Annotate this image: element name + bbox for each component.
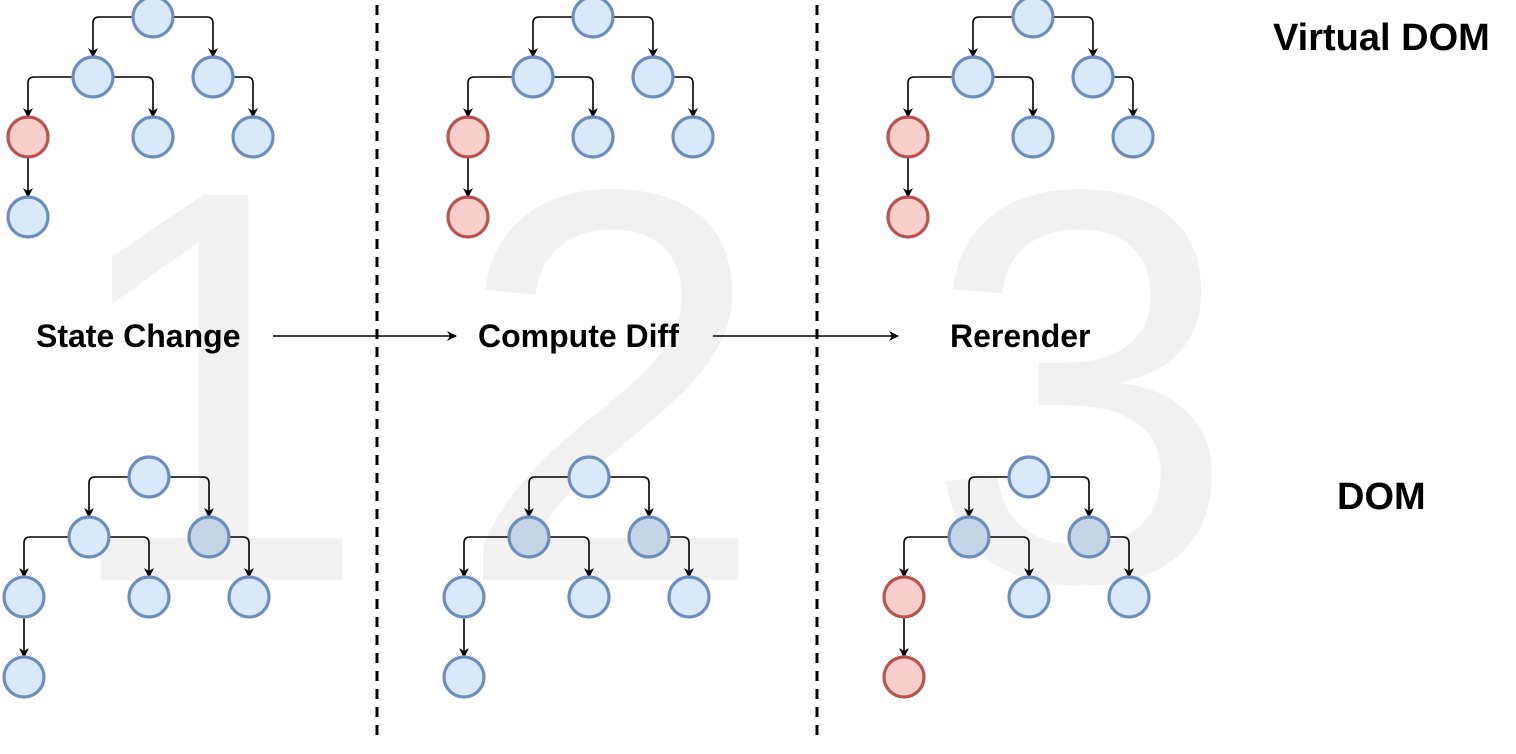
virtual-dom-tree-step-2 — [446, 0, 715, 239]
tree-node — [631, 55, 675, 99]
tree-edge — [669, 536, 694, 578]
tree-node-faded — [1067, 515, 1111, 559]
tree-node — [1007, 575, 1051, 619]
step-1-number: 1 — [58, 73, 369, 699]
tree-node-changed — [6, 115, 50, 159]
tree-edge — [229, 536, 254, 578]
tree-node — [1007, 455, 1051, 499]
tree-node — [131, 0, 175, 39]
tree-node — [71, 55, 115, 99]
step-2-label: Compute Diff — [478, 318, 679, 354]
tree-node-changed — [882, 575, 926, 619]
tree-node — [1011, 0, 1055, 39]
tree-edge — [19, 536, 69, 578]
tree-node-changed — [886, 195, 930, 239]
tree-edge — [459, 536, 509, 578]
tree-node — [571, 0, 615, 39]
tree-edge — [968, 16, 1013, 58]
step-3-number: 3 — [925, 73, 1236, 699]
tree-edge — [233, 76, 258, 118]
tree-node — [442, 655, 486, 699]
tree-edge — [524, 476, 569, 518]
tree-edge — [993, 76, 1038, 118]
tree-node — [1011, 115, 1055, 159]
tree-edge — [173, 16, 218, 58]
tree-edge — [88, 16, 133, 58]
tree-edge — [84, 476, 129, 518]
tree-edge — [1049, 476, 1094, 518]
tree-edge — [613, 16, 658, 58]
tree-edge — [899, 536, 949, 578]
tree-node-faded — [187, 515, 231, 559]
tree-node-faded — [627, 515, 671, 559]
tree-node — [231, 115, 275, 159]
tree-edge — [463, 76, 513, 118]
dom-row-label: DOM — [1337, 476, 1426, 518]
tree-node — [2, 575, 46, 619]
tree-node — [511, 55, 555, 99]
tree-node — [127, 455, 171, 499]
tree-node-changed — [886, 115, 930, 159]
tree-node — [667, 575, 711, 619]
dom-tree-step-3 — [882, 455, 1151, 699]
step-1-label: State Change — [36, 318, 240, 354]
tree-edge — [1053, 16, 1098, 58]
tree-edge — [113, 76, 158, 118]
tree-node-faded — [947, 515, 991, 559]
tree-node — [1107, 575, 1151, 619]
dom-tree-step-2 — [442, 455, 711, 699]
tree-node — [2, 655, 46, 699]
tree-edge — [109, 536, 154, 578]
tree-edge — [549, 536, 594, 578]
tree-edge — [989, 536, 1034, 578]
virtual-dom-tree-step-3 — [886, 0, 1155, 239]
tree-node — [951, 55, 995, 99]
tree-node — [671, 115, 715, 159]
tree-edge — [1113, 76, 1138, 118]
tree-node-changed — [446, 195, 490, 239]
tree-node — [131, 115, 175, 159]
tree-node — [571, 115, 615, 159]
tree-node — [567, 575, 611, 619]
step-3-label: Rerender — [950, 318, 1091, 354]
step-2-number: 2 — [455, 73, 766, 699]
tree-edge — [1109, 536, 1134, 578]
tree-edge — [673, 76, 698, 118]
tree-node — [567, 455, 611, 499]
tree-edge — [609, 476, 654, 518]
virtual-dom-tree-step-1 — [6, 0, 275, 239]
tree-node — [6, 195, 50, 239]
tree-edge — [23, 76, 73, 118]
tree-node — [127, 575, 171, 619]
tree-edge — [553, 76, 598, 118]
tree-node — [1111, 115, 1155, 159]
tree-node — [191, 55, 235, 99]
virtual-dom-row-label: Virtual DOM — [1273, 17, 1490, 59]
tree-node — [227, 575, 271, 619]
dom-tree-step-1 — [2, 455, 271, 699]
tree-edge — [903, 76, 953, 118]
tree-node — [1071, 55, 1115, 99]
tree-node-changed — [446, 115, 490, 159]
tree-node-changed — [882, 655, 926, 699]
tree-node — [67, 515, 111, 559]
tree-edge — [528, 16, 573, 58]
tree-node-faded — [507, 515, 551, 559]
tree-edge — [169, 476, 214, 518]
tree-edge — [964, 476, 1009, 518]
tree-node — [442, 575, 486, 619]
